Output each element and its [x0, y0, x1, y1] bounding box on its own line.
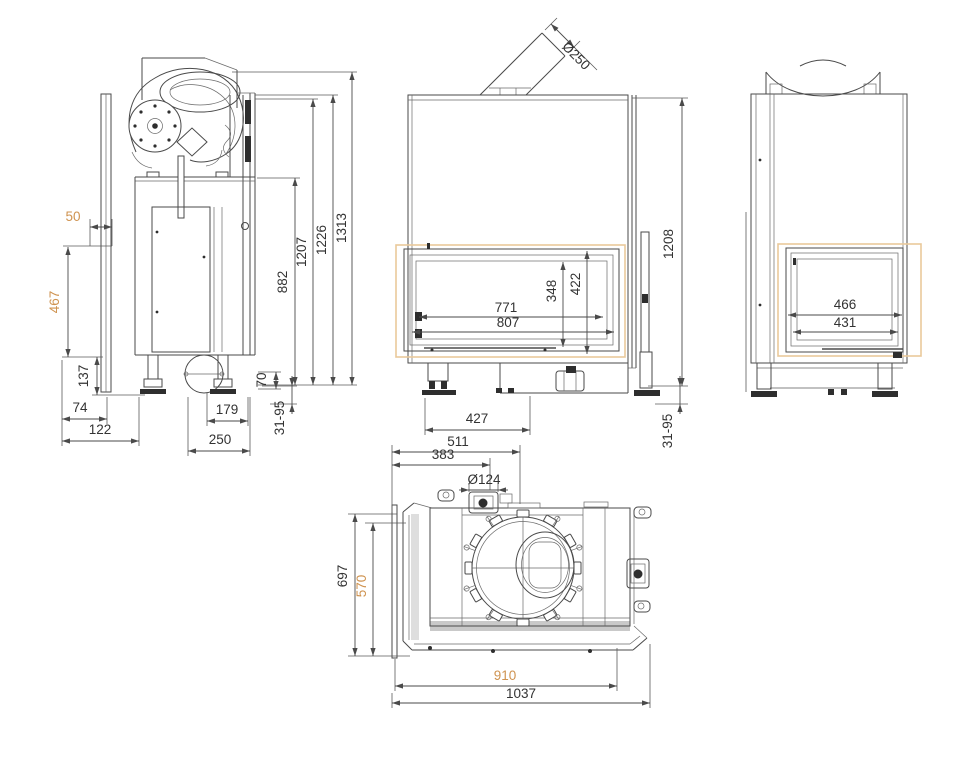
side-view: 50 467 137 74 122 179 250 70 31-95 882 1… — [47, 57, 357, 456]
mounting-lug — [633, 600, 651, 613]
door-glass — [415, 260, 608, 340]
side-door-highlight — [777, 243, 922, 357]
dim-side-50: 50 — [65, 209, 80, 224]
front-view: Ø250 771 807 348 422 427 1208 31-95 — [395, 17, 688, 449]
firebox-side-panel — [151, 206, 211, 353]
fan-housing-top — [765, 59, 881, 97]
dim-top-910: 910 — [494, 668, 517, 683]
adjustable-foot — [210, 354, 236, 394]
dim-right-466: 466 — [834, 297, 857, 312]
side-door-frame — [785, 247, 904, 353]
fan-bracket — [176, 127, 208, 157]
dim-front-1208: 1208 — [661, 229, 676, 259]
dim-front-427: 427 — [466, 411, 489, 426]
dim-front-807: 807 — [497, 315, 520, 330]
adjustable-foot — [872, 362, 898, 397]
dim-front-31-95: 31-95 — [660, 414, 675, 449]
dim-front-348: 348 — [544, 280, 559, 303]
adjustable-foot — [422, 362, 456, 395]
air-connector-top — [468, 491, 499, 514]
mounting-lug — [437, 489, 455, 502]
dim-top-697: 697 — [335, 565, 350, 588]
flue-pipe-stub — [479, 32, 566, 96]
dim-side-1313: 1313 — [334, 213, 349, 243]
side-door-glass — [796, 258, 893, 341]
dim-front-422: 422 — [568, 273, 583, 296]
side-door-latch — [893, 352, 902, 358]
dim-side-882: 882 — [275, 271, 290, 294]
flue-collar — [159, 71, 241, 113]
dim-side-74: 74 — [72, 400, 88, 415]
flange-screw — [485, 609, 495, 621]
front-body — [407, 94, 629, 364]
top-body — [429, 507, 631, 627]
door-latch — [415, 329, 422, 338]
dim-side-70: 70 — [254, 372, 269, 387]
dim-side-31-95: 31-95 — [272, 401, 287, 436]
dim-top-511: 511 — [447, 434, 469, 449]
side-frame-bar — [640, 231, 650, 353]
side-glass-panel-top — [391, 504, 398, 659]
flue-opening — [515, 531, 575, 599]
dim-side-467: 467 — [47, 291, 62, 314]
dim-side-1207: 1207 — [294, 237, 309, 267]
right-body — [750, 93, 908, 364]
dim-top-570: 570 — [354, 575, 369, 598]
flange-screw — [570, 585, 583, 592]
right-side-view: 466 431 — [745, 59, 922, 397]
dim-side-1226: 1226 — [314, 225, 329, 255]
flue-flange — [463, 509, 583, 627]
dim-top-124-diameter: Ø124 — [467, 472, 501, 487]
dim-top-383: 383 — [432, 447, 455, 462]
flange-screw — [485, 515, 495, 527]
dim-side-250: 250 — [209, 432, 232, 447]
flange-screw — [551, 515, 561, 527]
flange-screw — [551, 609, 561, 621]
dim-side-137: 137 — [76, 365, 91, 388]
flange-screw — [463, 544, 476, 551]
dim-right-431: 431 — [834, 315, 857, 330]
mounting-lug — [633, 506, 652, 519]
top-view: 511 383 Ø124 697 570 910 1037 — [335, 434, 652, 708]
door-frame — [403, 248, 620, 352]
fan-rod — [177, 155, 185, 219]
dim-front-771: 771 — [495, 300, 518, 315]
dim-side-122: 122 — [89, 422, 112, 437]
adjustable-foot — [140, 354, 166, 394]
flange-screw — [463, 585, 476, 592]
slider-rail-lower — [245, 136, 251, 162]
air-connector-right — [626, 558, 650, 589]
dim-side-179: 179 — [216, 402, 239, 417]
dim-top-1037: 1037 — [506, 686, 536, 701]
adjustable-foot — [751, 362, 777, 397]
flange-screw — [570, 544, 583, 551]
door-latch — [415, 312, 422, 321]
gas-connection-fitting — [555, 366, 585, 392]
slider-rail-upper — [245, 100, 251, 124]
door-opening-highlight — [395, 244, 626, 358]
